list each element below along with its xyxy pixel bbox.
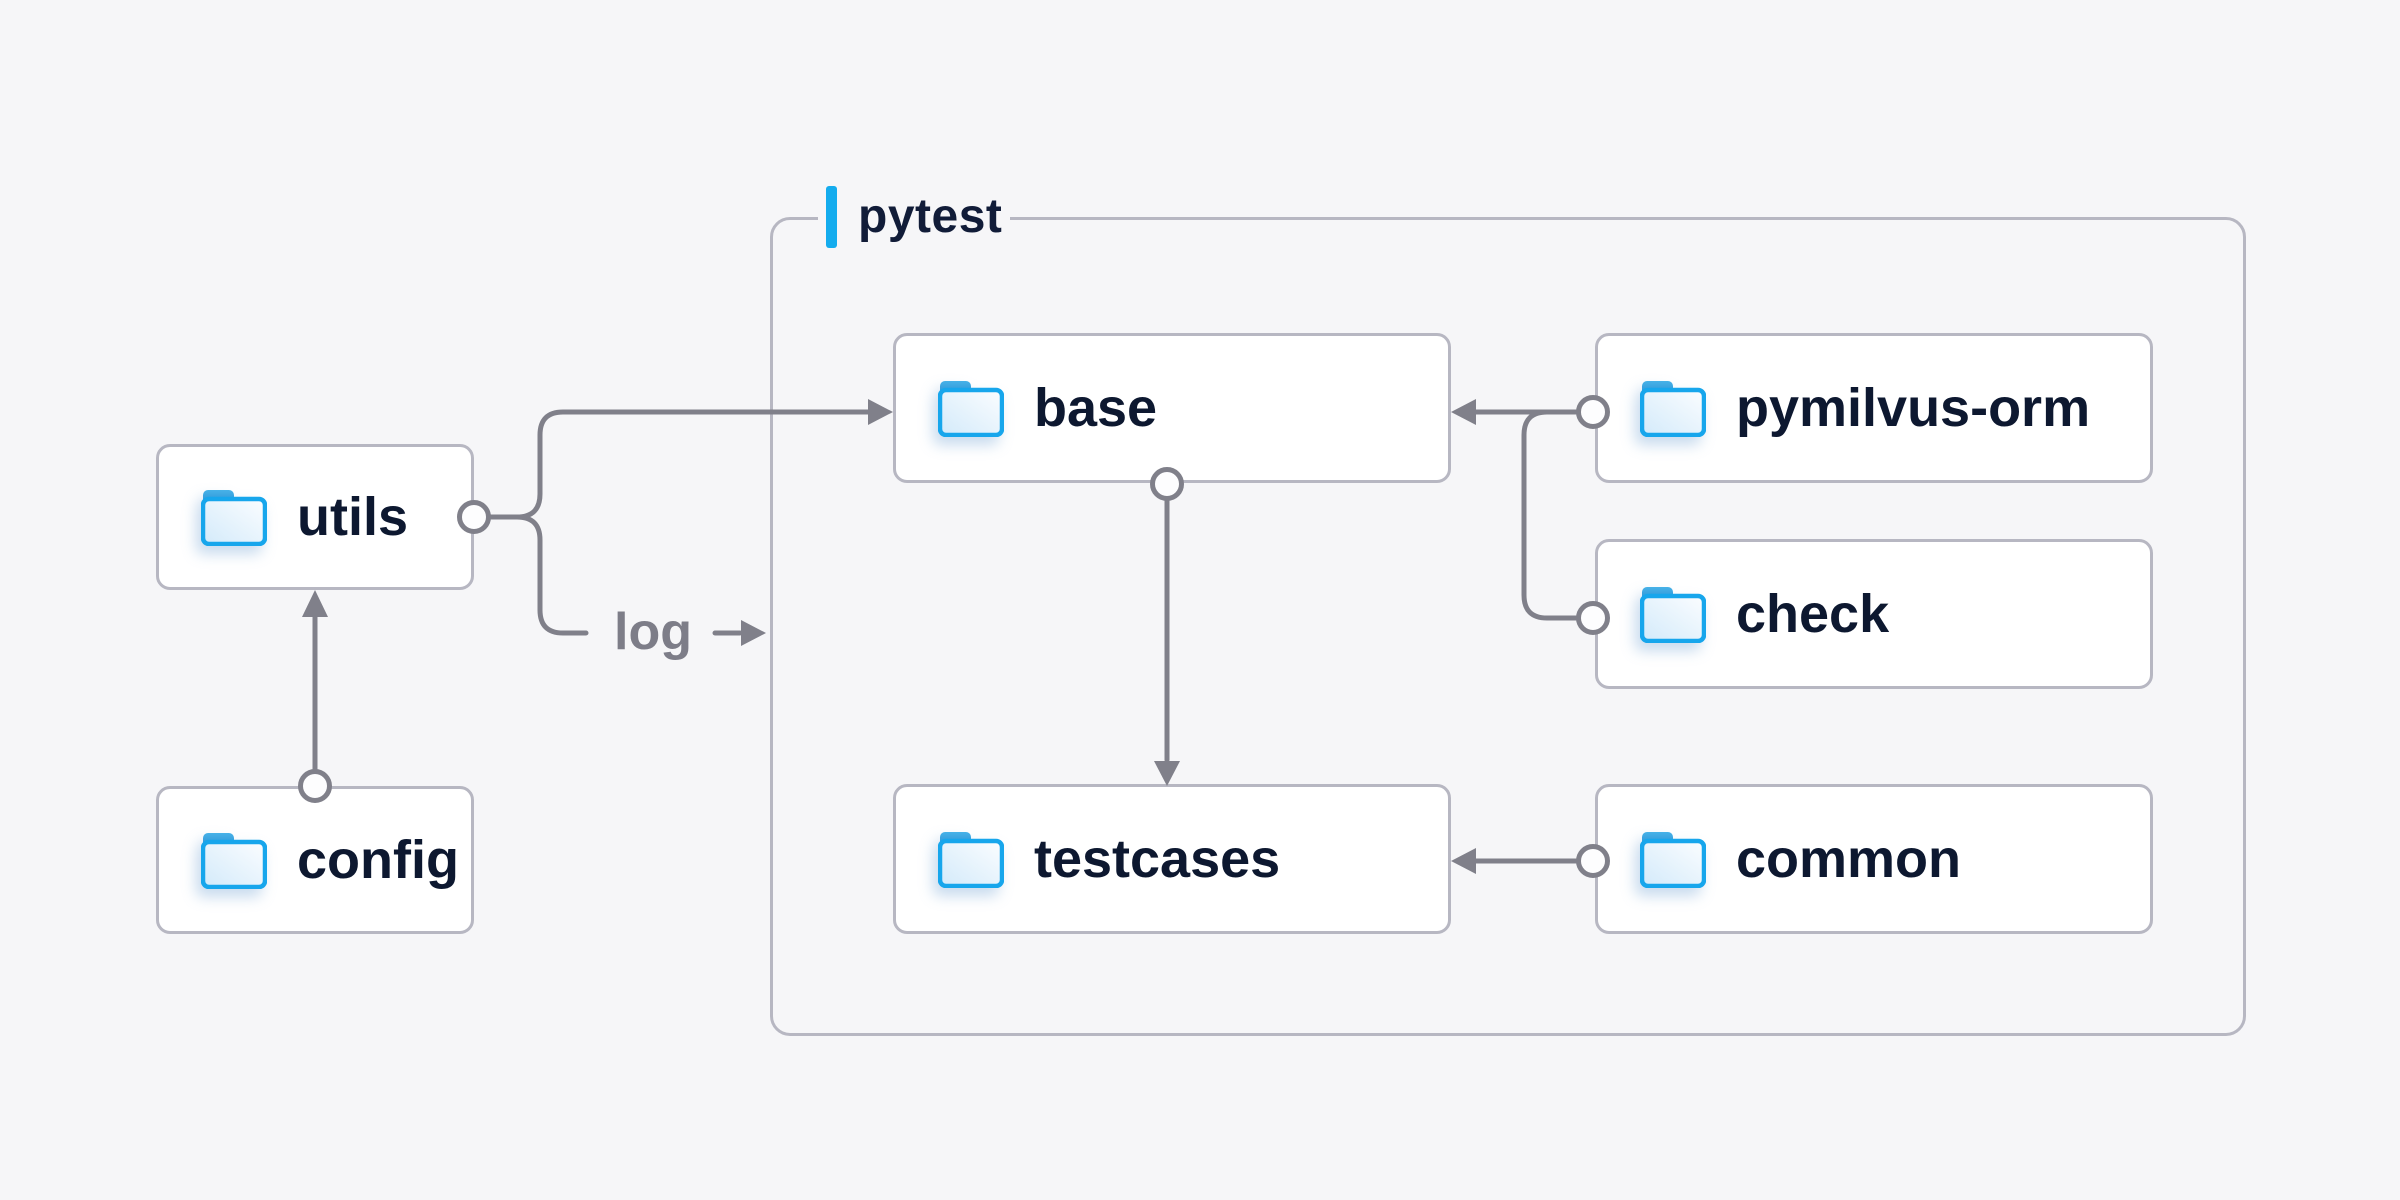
node-check[interactable]: check [1595, 539, 2153, 689]
pytest-group-label: pytest [818, 182, 1011, 252]
accent-bar-icon [826, 186, 837, 248]
folder-icon [938, 832, 1004, 888]
edge-utils-log [514, 514, 589, 636]
node-label: testcases [1034, 829, 1281, 889]
node-label: base [1034, 378, 1158, 438]
node-pymilvus-orm[interactable]: pymilvus-orm [1595, 333, 2153, 483]
node-label: config [297, 830, 459, 890]
node-label: common [1736, 829, 1962, 889]
folder-icon [1640, 381, 1706, 437]
group-label-text: pytest [858, 190, 1003, 243]
folder-icon [1640, 832, 1706, 888]
node-testcases[interactable]: testcases [893, 784, 1451, 934]
folder-icon [201, 490, 267, 546]
node-base[interactable]: base [893, 333, 1451, 483]
node-label: utils [297, 487, 409, 547]
folder-icon [201, 833, 267, 889]
folder-icon [1640, 587, 1706, 643]
node-label: check [1736, 584, 1890, 644]
edge-label-log: log [614, 603, 692, 661]
folder-icon [938, 381, 1004, 437]
pytest-group-container [770, 217, 2246, 1036]
arrowhead-log [741, 620, 766, 646]
node-config[interactable]: config [156, 786, 474, 934]
node-utils[interactable]: utils [156, 444, 474, 590]
node-label: pymilvus-orm [1736, 378, 2091, 438]
arrowhead-up [302, 590, 328, 617]
node-common[interactable]: common [1595, 784, 2153, 934]
